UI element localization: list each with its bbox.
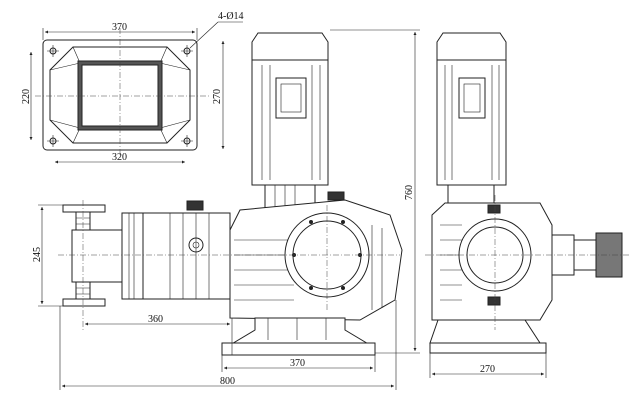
outlet-flange	[62, 204, 106, 213]
dim-760: 760	[404, 185, 415, 200]
dim-plan-220: 220	[21, 89, 32, 104]
dim-plan-320: 320	[112, 152, 127, 163]
side-base	[429, 342, 547, 354]
mounting-holes	[47, 45, 193, 147]
gearbox	[229, 191, 403, 321]
plan-view: 370 4-Ø14 220 270 320	[21, 11, 244, 164]
dim-plan-370: 370	[112, 22, 127, 33]
dim-side-270: 270	[480, 364, 495, 375]
inlet-flange	[62, 298, 106, 307]
front-view: 245 360 370 800 760	[32, 29, 420, 390]
hole-note: 4-Ø14	[218, 11, 244, 22]
dim-360: 360	[148, 314, 163, 325]
oil-cap	[327, 191, 345, 201]
side-view: 270	[425, 32, 630, 378]
diaphragm-flange	[121, 212, 144, 300]
motor	[251, 32, 329, 211]
dim-flange-245: 245	[32, 247, 43, 262]
pedestal-base	[221, 317, 376, 356]
pump-head	[62, 200, 231, 307]
adjust-knob	[186, 200, 204, 211]
dim-base-370: 370	[290, 358, 305, 369]
dim-800: 800	[220, 376, 235, 387]
side-motor	[436, 32, 507, 206]
dim-plan-270: 270	[212, 89, 223, 104]
